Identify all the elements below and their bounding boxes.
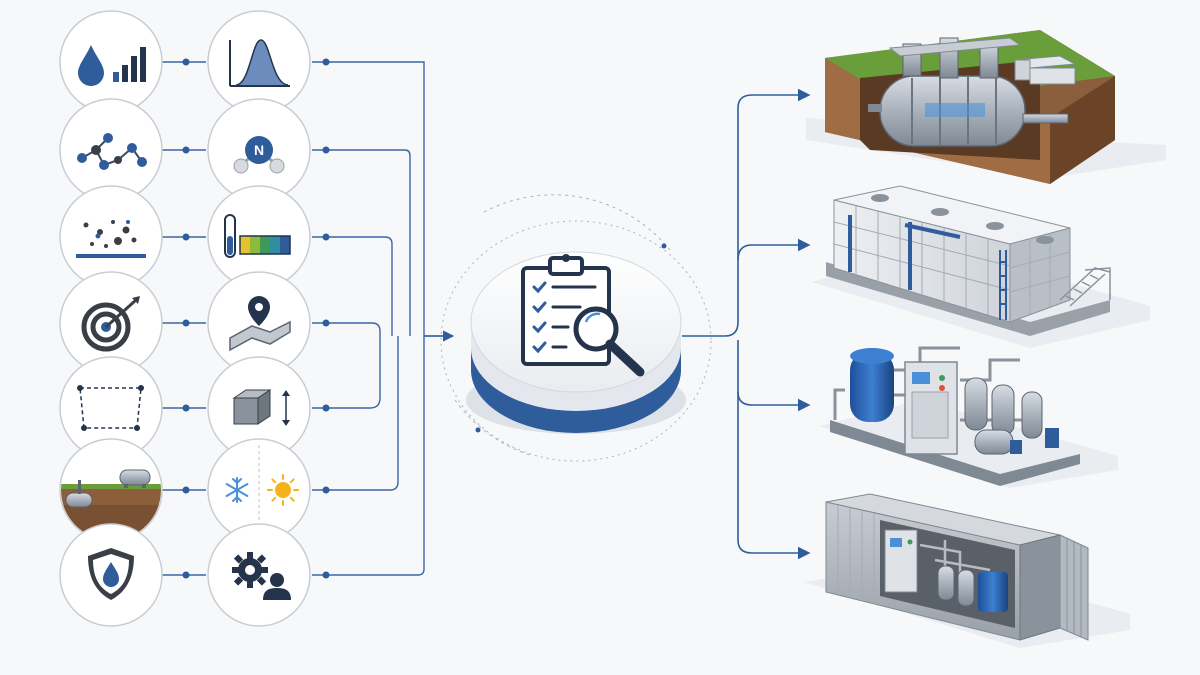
input-connectors — [162, 58, 455, 579]
site-area-outline-icon — [59, 356, 163, 460]
cube-height-icon — [207, 356, 311, 460]
output-connectors — [682, 88, 811, 560]
test-tube-color-scale-icon — [207, 185, 311, 289]
distribution-curve-icon — [207, 10, 311, 114]
modular-panel-tanks-illustration — [812, 185, 1150, 348]
shield-drop-icon — [59, 523, 163, 627]
factor-row-2: N — [59, 98, 311, 202]
factor-row-1 — [59, 10, 311, 114]
water-drop-bar-chart-icon — [59, 10, 163, 114]
pair-links — [162, 61, 206, 576]
factor-row-4 — [59, 271, 311, 375]
hub-links — [312, 61, 455, 576]
skid-mounted-treatment-plant-illustration — [820, 346, 1118, 488]
input-factor-grid: N — [59, 10, 311, 627]
factor-row-5 — [59, 356, 311, 460]
map-location-pin-icon — [207, 271, 311, 375]
nitrogen-symbol: N — [254, 142, 264, 158]
underground-tank-system-illustration — [806, 30, 1166, 184]
clipboard-checklist-magnifier-icon — [521, 254, 645, 377]
nitrogen-molecule-icon: N — [207, 98, 311, 202]
factor-row-7 — [59, 523, 311, 627]
containerized-treatment-plant-illustration — [804, 493, 1130, 648]
target-icon — [59, 271, 163, 375]
factor-row-3 — [59, 185, 311, 289]
assessment-hub — [440, 194, 712, 462]
snowflake-sun-icon — [207, 438, 311, 542]
suspended-particles-icon — [59, 185, 163, 289]
treatment-options — [804, 30, 1166, 648]
connector-dots — [182, 58, 330, 579]
factor-row-6 — [59, 438, 311, 542]
gear-person-icon — [207, 523, 311, 627]
